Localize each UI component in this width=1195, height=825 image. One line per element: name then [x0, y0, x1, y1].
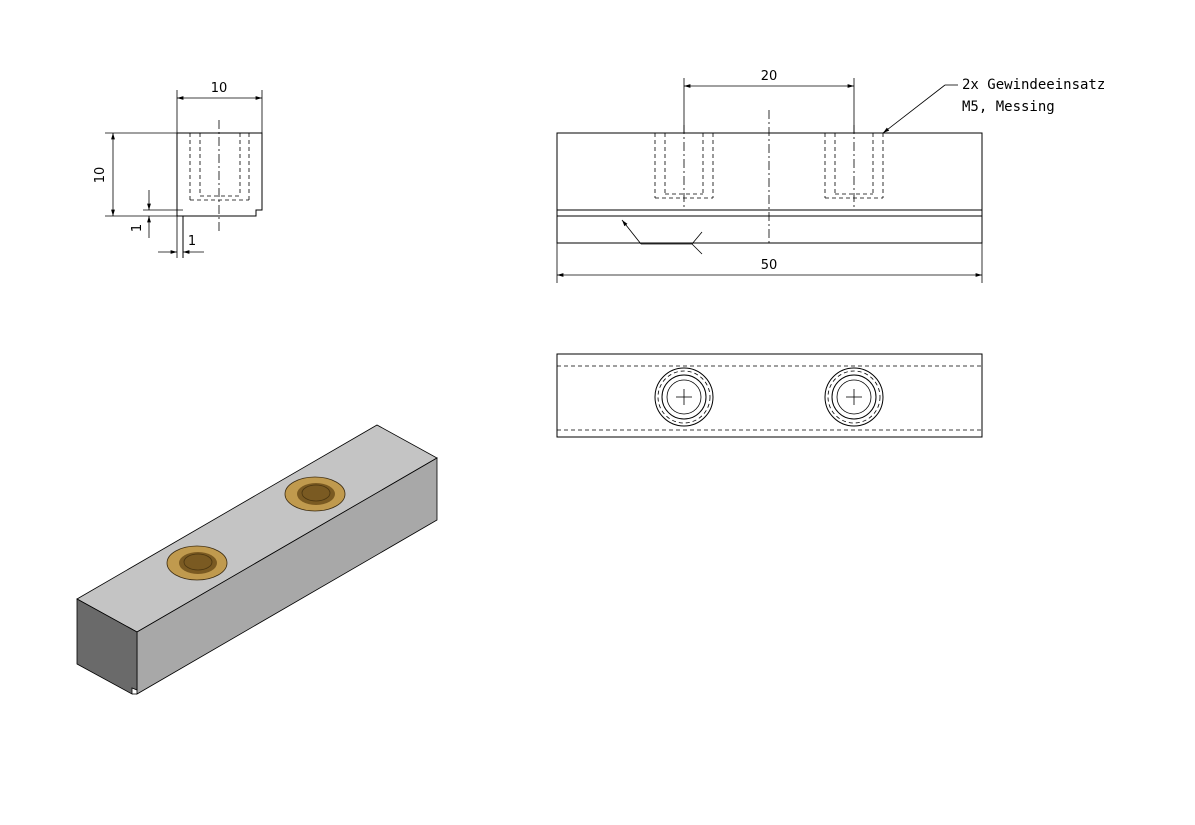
top-view-outline [556, 353, 983, 438]
top-view-insert-right [824, 367, 884, 427]
front-view: 20 50 2x Gewindeeinsatz M5, Messing [556, 69, 1105, 283]
thread-insert-note-line1: 2x Gewindeeinsatz [962, 77, 1105, 93]
front-view-hidden-insert-right [824, 133, 884, 199]
side-view: 10 10 1 1 [93, 81, 263, 258]
iso-thread-insert-far [284, 476, 346, 512]
side-step-horizontal-dimension: 1 [188, 234, 196, 249]
isometric-view [76, 424, 438, 695]
top-view-insert-left [654, 367, 714, 427]
thread-insert-note-line2: M5, Messing [962, 99, 1055, 115]
surface-finish-leader [621, 219, 703, 255]
length-dimension: 50 [761, 258, 778, 273]
side-view-hidden-bore [189, 133, 250, 201]
iso-thread-insert-near [166, 545, 228, 581]
side-width-dimension: 10 [211, 81, 228, 96]
side-step-vertical-dimension: 1 [130, 224, 145, 232]
front-view-outline [556, 132, 983, 244]
iso-end-face [76, 598, 138, 695]
side-height-dimension: 10 [93, 167, 108, 184]
hole-spacing-dimension: 20 [761, 69, 778, 84]
top-view [556, 353, 983, 438]
